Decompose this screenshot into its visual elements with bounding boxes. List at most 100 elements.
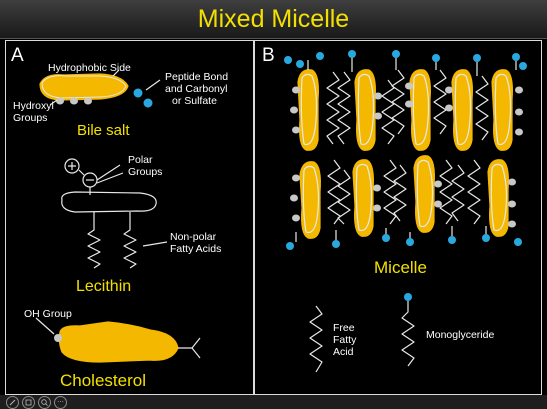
hydroxyl-icon [405,100,413,108]
polar-head-icon [382,234,390,242]
hydroxyl-icon [290,194,298,202]
hydroxyl-icon [405,82,413,90]
plus-sign [68,162,76,170]
fatty-acid-chain [475,75,489,141]
stem-line [295,226,487,242]
free-fatty-acid-label-2: Fatty [333,334,357,346]
copy-icon[interactable] [22,396,35,409]
hydroxyl-icon [445,104,453,112]
hydroxyl-icon [84,97,92,105]
cholesterol-name: Cholesterol [60,371,146,390]
panel-a-label: A [11,45,24,66]
polar-head-icon [448,236,456,244]
polar-head-icon [332,240,340,248]
oh-group-label: OH Group [24,308,72,320]
fatty-acid-chain [381,79,395,145]
fatty-acid-chain [337,71,351,145]
peptide-bond-label-1: Peptide Bond [165,71,229,83]
bile-salt-rod [354,69,376,151]
fatty-acid-chain [393,164,407,222]
rod-outline [357,73,375,146]
zoom-icon[interactable] [38,396,51,409]
bile-salt-name: Bile salt [77,122,130,139]
polar-head-icon [316,52,324,60]
bile-salt-body [39,73,129,101]
plus-charge-icon [64,158,80,174]
legend-monoglyceride [401,293,415,367]
polar-groups-label-1: Polar [128,154,153,166]
polar-head-icon [512,53,520,61]
hydroxyl-icon [292,214,300,222]
polar-head-icon [284,56,292,64]
bile-salt-molecule [39,69,161,108]
lecithin-name: Lecithin [76,278,132,295]
fatty-acid-chain [451,164,465,222]
bile-salt-outline [41,75,127,99]
polar-head-icon [404,293,412,301]
pen-icon[interactable] [6,396,19,409]
rod-outline [355,163,373,232]
bile-salt-rod [299,161,321,239]
pointer-line [112,69,120,77]
hydroxyl-icon [56,97,64,105]
more-icon[interactable]: ··· [54,396,67,409]
fatty-acid-chain [326,71,340,145]
hydroxyl-icon [515,86,523,94]
hydroxyl-icon [292,174,300,182]
polar-head-icon [432,54,440,62]
fatty-acid-chain [123,212,137,269]
bile-salt-rod [413,155,435,233]
polar-head-icon [392,50,400,58]
peptide-bond-label-3: or Sulfate [172,95,217,107]
polar-head-icon [482,234,490,242]
hydroxyl-icon [373,204,381,212]
panel-a-frame [5,40,254,395]
hydroxyl-icon [290,106,298,114]
panel-b-label: B [262,45,275,66]
hydroxyl-icon [434,180,442,188]
polar-head-icon [473,54,481,62]
pointer-line [145,79,161,91]
hydrophobic-side-label: Hydrophobic Side [48,62,131,74]
micelle-name: Micelle [374,258,427,277]
fatty-acid-chain [383,159,397,225]
rod-outline [494,73,512,146]
hydroxyl-icon [515,108,523,116]
hydroxyl-icon [508,220,516,228]
title-bar: Mixed Micelle [0,0,547,39]
monoglyceride-label: Monoglyceride [426,329,495,341]
hydroxyl-icon [508,200,516,208]
fatty-acid-chain [433,69,447,135]
lecithin-molecule [61,158,168,269]
pointer-line [49,99,58,106]
rod-outline [300,73,318,146]
polar-head-icon [133,88,143,98]
hydroxyl-icon [70,97,78,105]
hydroxyl-icon [445,86,453,94]
bile-salt-rod [352,159,374,237]
free-fatty-acid-label-3: Acid [333,346,354,358]
monoglyceride-chain [401,301,415,367]
legend-free-fatty-acid [309,305,323,373]
nonpolar-label-1: Non-polar [170,231,217,243]
bile-salt-rod [297,69,319,151]
oh-pointer [35,317,55,335]
cholesterol-tail [178,337,201,359]
polar-pointer [96,164,124,184]
bile-salt-rod [409,69,431,151]
stem-line [307,55,517,76]
nonpolar-label-2: Fatty Acids [170,243,222,255]
peptide-bond-label-2: and Carbonyl [165,83,228,95]
hydroxyl-icon [374,112,382,120]
polar-link [78,169,85,176]
hydroxyl-icon [508,178,516,186]
bile-salt-rod [451,69,473,151]
slide-title: Mixed Micelle [197,5,350,33]
free-fatty-acid-chain [309,305,323,373]
fatty-acid-chain [391,69,405,135]
hydroxyl-icon [292,86,300,94]
hydroxyl-label-2: Groups [13,112,48,124]
hydroxyl-label-1: Hydroxyl [13,100,54,112]
polar-head-icon [348,50,356,58]
fatty-acid-chain [327,159,341,225]
